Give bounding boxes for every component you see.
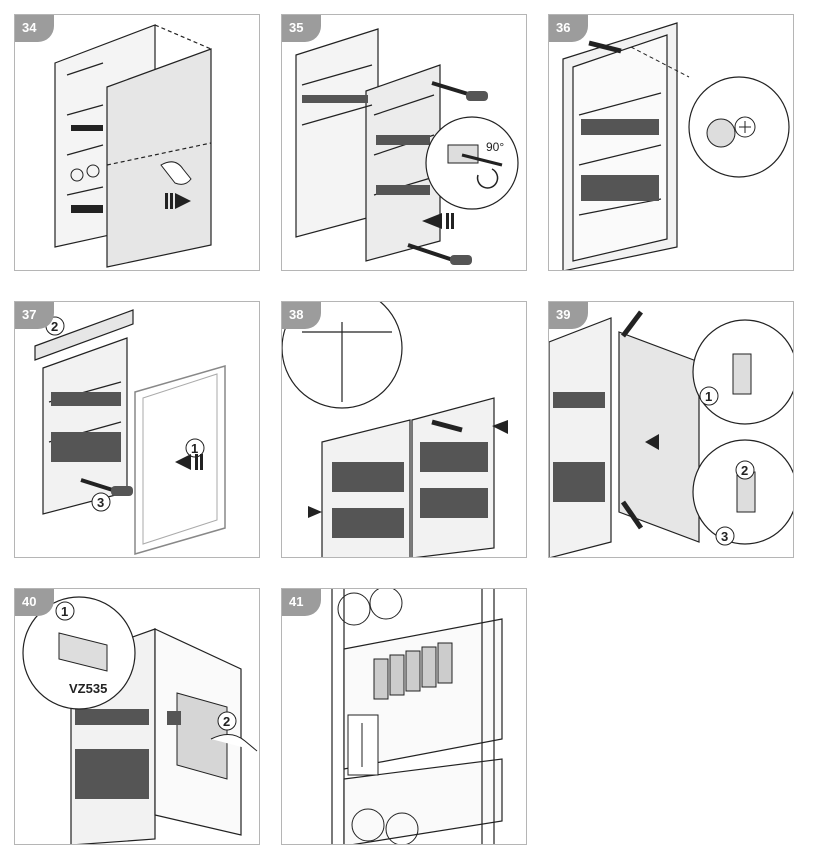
illustration-hinge-clip: 1 2 3 [549, 310, 793, 557]
step-number-badge: 35 [282, 15, 321, 42]
angle-label: 90° [486, 140, 504, 154]
illustration-frame-screw [562, 22, 790, 270]
step-number-badge: 36 [549, 15, 588, 42]
illustration-door-magnet: VZ535 1 2 [22, 596, 258, 844]
callout-1: 1 [191, 441, 198, 456]
step-panel-35: 90° 35 [281, 14, 527, 271]
step-number-badge: 34 [15, 15, 54, 42]
illustration-join-cabinets [282, 302, 508, 557]
step-panel-37: 2 1 3 37 [14, 301, 260, 558]
step-panel-41: 41 [281, 588, 527, 845]
step-panel-38: 38 [281, 301, 527, 558]
step-panel-36: 36 [548, 14, 794, 271]
callout-2: 2 [741, 463, 748, 478]
illustration-terminal-block [331, 589, 503, 844]
callout-1: 1 [705, 389, 712, 404]
illustration-hinge-rotate: 90° [295, 28, 519, 265]
illustration-door-removal [54, 24, 212, 268]
step-number-badge: 39 [549, 302, 588, 329]
step-number-badge: 38 [282, 302, 321, 329]
step-panel-34: 34 [14, 14, 260, 271]
part-number-label: VZ535 [69, 681, 107, 696]
callout-2: 2 [51, 319, 58, 334]
step-number-badge: 37 [15, 302, 54, 329]
step-number-badge: 40 [15, 589, 54, 616]
callout-2: 2 [223, 714, 230, 729]
step-panel-39: 1 2 3 39 [548, 301, 794, 558]
callout-1: 1 [61, 604, 68, 619]
step-number-badge: 41 [282, 589, 321, 616]
callout-3: 3 [721, 529, 728, 544]
callout-3: 3 [97, 495, 104, 510]
illustration-door-attach: 2 1 3 [34, 309, 226, 555]
step-panel-40: VZ535 1 2 40 [14, 588, 260, 845]
